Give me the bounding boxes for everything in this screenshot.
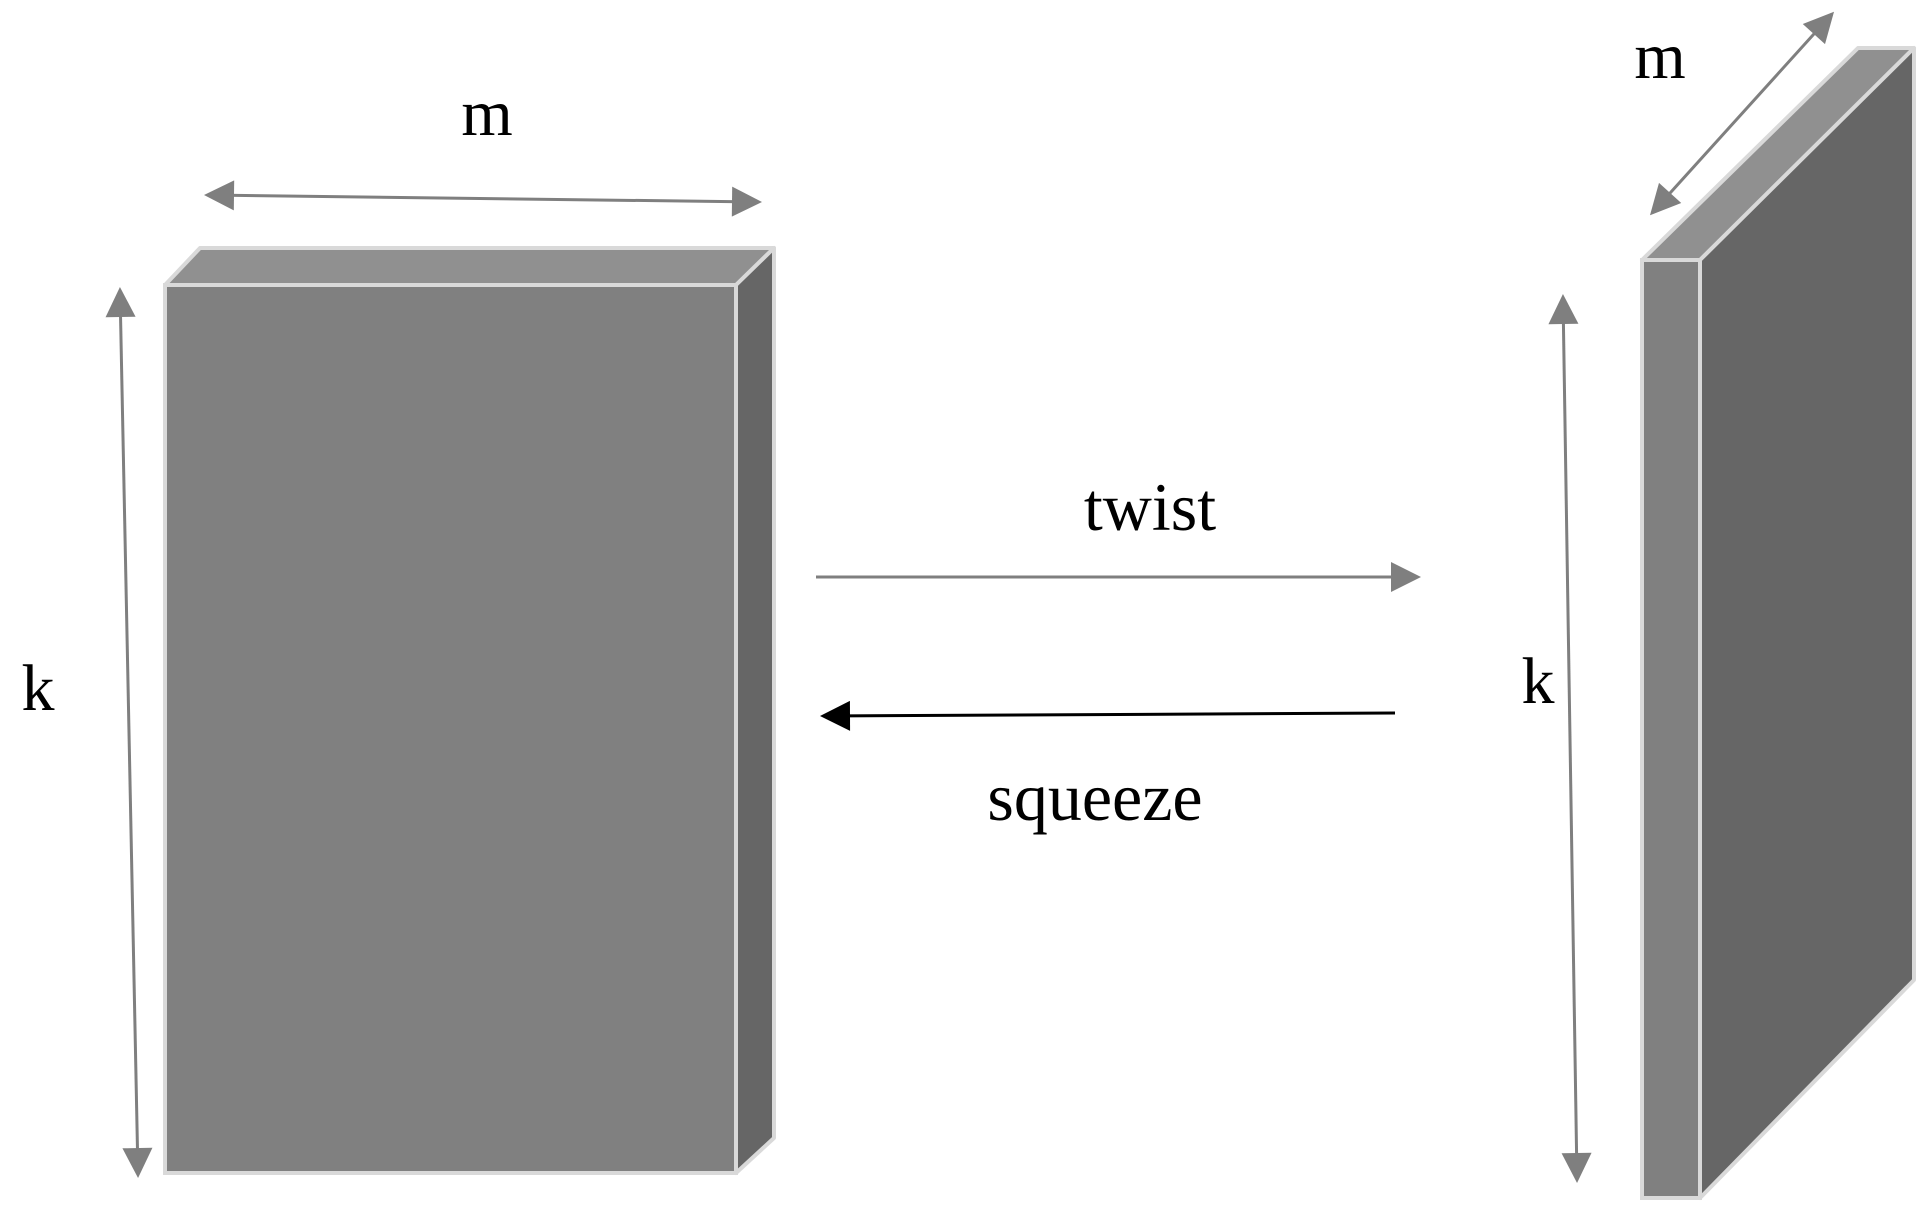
twist-label: twist: [1084, 469, 1216, 545]
right-height-label: k: [1522, 645, 1555, 718]
left-width-label: m: [461, 77, 512, 150]
left-block: [163, 246, 776, 1175]
left-block-side-face: [734, 246, 776, 1175]
left-height-label: k: [22, 652, 55, 725]
left-block-top-face: [163, 246, 776, 287]
right-height-arrow: [1548, 294, 1592, 1183]
left-width-arrow: [204, 180, 762, 217]
left-height-arrow: [105, 287, 153, 1178]
squeeze-arrow: [820, 700, 1396, 731]
right-width-label: m: [1634, 20, 1685, 93]
squeeze-label: squeeze: [987, 759, 1202, 835]
right-block-front-face: [1640, 258, 1702, 1200]
right-depth-arrow: [1649, 11, 1835, 216]
right-block: [1640, 46, 1916, 1200]
left-block-front-face: [163, 283, 738, 1175]
